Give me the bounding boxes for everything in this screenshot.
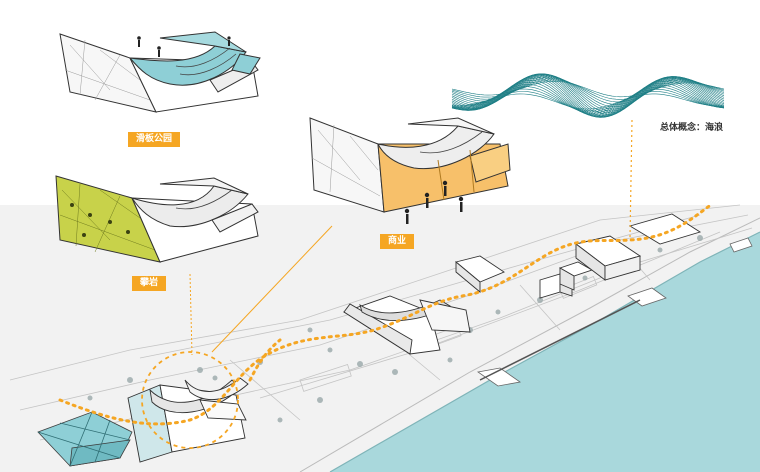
figures-skate (137, 36, 231, 57)
model-climbing (55, 175, 259, 263)
figures-commerce (404, 180, 464, 224)
pier-right (729, 237, 753, 253)
wave-line (451, 73, 725, 116)
wave-line (451, 73, 725, 117)
model-skate-park (59, 31, 261, 113)
promenade-edge (299, 217, 760, 472)
pier-small (476, 367, 522, 387)
pavilion-teal (37, 411, 133, 467)
wave-route-branch (248, 338, 282, 382)
wave-concept-graphic (451, 73, 725, 118)
model-commerce (309, 117, 511, 213)
leader-climbing (189, 273, 193, 356)
label-concept: 总体概念：海浪 (660, 123, 724, 133)
label-commerce: 商业 (380, 234, 415, 249)
label-skate-park: 滑板公园 (128, 132, 181, 147)
boardwalk-line (479, 299, 641, 381)
wave-line (451, 86, 725, 114)
wave-route (58, 202, 714, 426)
wave-line (451, 88, 725, 113)
leader-commerce (211, 225, 333, 353)
wave-line (451, 91, 724, 111)
label-climbing: 攀岩 (132, 276, 167, 291)
wave-line (452, 93, 725, 110)
focus-circle (141, 351, 239, 449)
